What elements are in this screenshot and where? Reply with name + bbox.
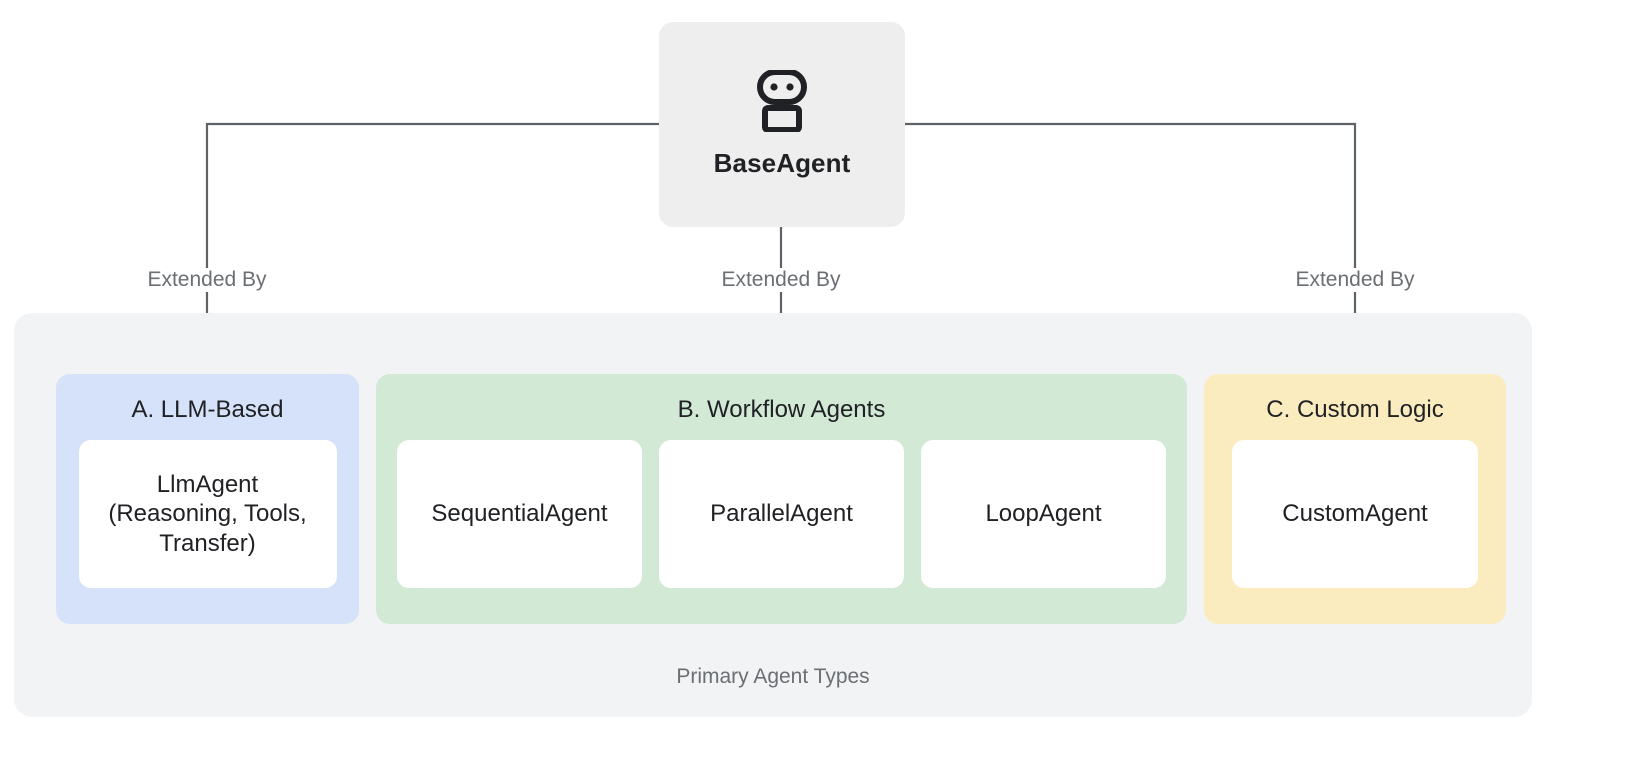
node-base-agent[interactable]: BaseAgent xyxy=(659,22,905,227)
node-base-agent-label: BaseAgent xyxy=(713,148,851,178)
primary-agent-types-caption: Primary Agent Types xyxy=(676,665,870,688)
category-llm-based-title: A. LLM-Based xyxy=(131,396,284,423)
agent-card-custom-agent[interactable]: CustomAgent xyxy=(1232,440,1478,588)
edge-label-llm: Extended By xyxy=(137,268,277,292)
robot-icon xyxy=(757,70,807,132)
category-llm-based-cards: LlmAgent(Reasoning, Tools,Transfer) xyxy=(76,440,339,588)
edge-label-custom: Extended By xyxy=(1285,268,1425,292)
agent-card-sequential-agent[interactable]: SequentialAgent xyxy=(397,440,642,588)
category-custom-logic-cards: CustomAgent xyxy=(1224,440,1486,588)
agent-card-parallel-agent[interactable]: ParallelAgent xyxy=(659,440,904,588)
category-workflow-agents-cards: SequentialAgent ParallelAgent LoopAgent xyxy=(396,440,1167,588)
category-workflow-agents-title: B. Workflow Agents xyxy=(677,396,886,423)
category-llm-based[interactable]: A. LLM-Based LlmAgent(Reasoning, Tools,T… xyxy=(56,374,359,624)
agent-card-llm-agent[interactable]: LlmAgent(Reasoning, Tools,Transfer) xyxy=(78,440,337,588)
category-custom-logic-title: C. Custom Logic xyxy=(1266,396,1444,423)
edge-label-workflow: Extended By xyxy=(711,268,851,292)
agent-category-row: A. LLM-Based LlmAgent(Reasoning, Tools,T… xyxy=(56,374,1506,624)
category-custom-logic[interactable]: C. Custom Logic CustomAgent xyxy=(1204,374,1506,624)
agent-card-loop-agent[interactable]: LoopAgent xyxy=(921,440,1166,588)
category-workflow-agents[interactable]: B. Workflow Agents SequentialAgent Paral… xyxy=(376,374,1187,624)
